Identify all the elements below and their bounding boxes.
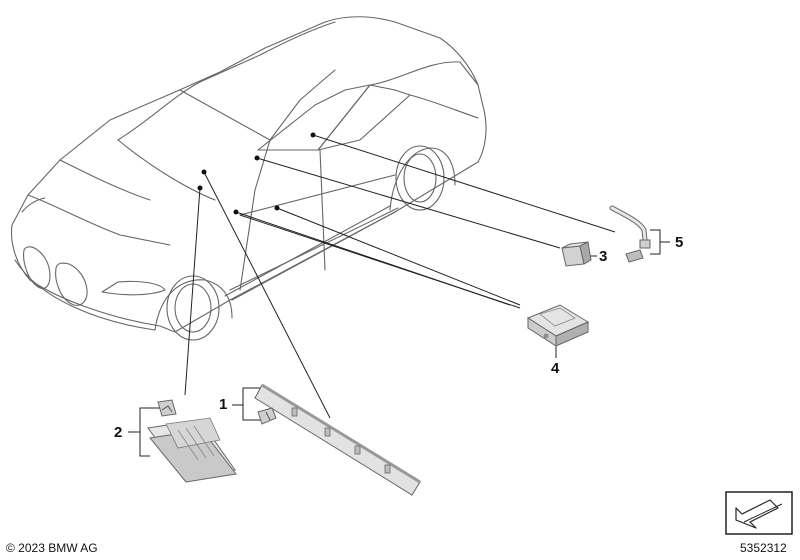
leader-dots <box>197 132 316 215</box>
part-4-control-unit <box>526 304 590 347</box>
copyright-notice: © 2023 BMW AG <box>6 541 98 555</box>
leader-lines <box>128 134 670 457</box>
callout-5: 5 <box>675 234 684 251</box>
part-1-sill-strip <box>254 383 421 496</box>
part-5-cable <box>609 205 651 263</box>
part-3-module <box>561 241 592 267</box>
callout-4: 4 <box>551 360 560 377</box>
nav-arrow-icon <box>725 491 793 535</box>
document-number: 5352312 <box>740 541 787 555</box>
callout-2: 2 <box>114 424 123 441</box>
callout-3: 3 <box>599 248 608 265</box>
part-2-light-housing <box>147 399 237 483</box>
car-outline <box>10 16 487 341</box>
callout-1: 1 <box>219 396 228 413</box>
